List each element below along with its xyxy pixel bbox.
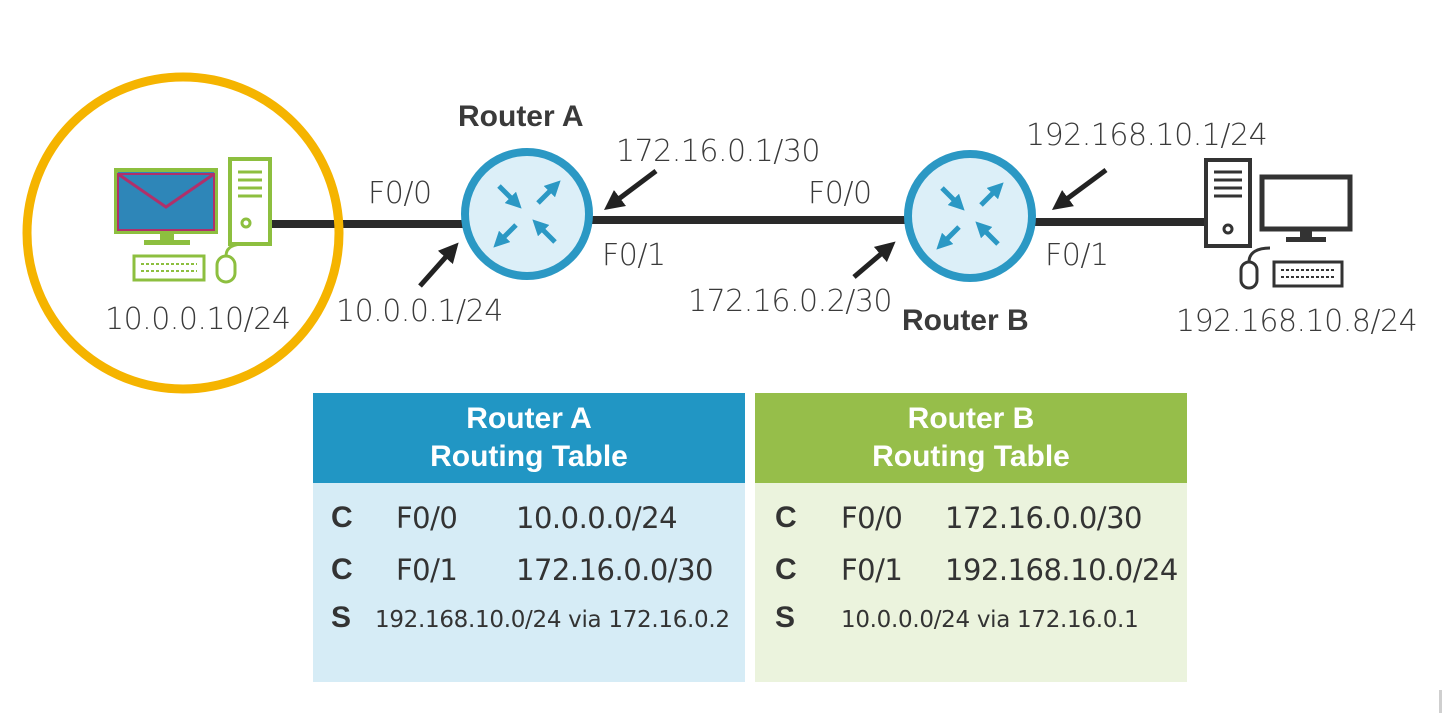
desktop-computer-icon (1204, 158, 1353, 290)
pointer-arrow-ip-a-f00 (418, 242, 459, 288)
host-left-ip: 10.0.0.10/24 (105, 302, 291, 337)
router-a-icon (461, 148, 593, 280)
route-interface: F0/0 (841, 501, 903, 535)
route-network: 172.16.0.0/30 (516, 553, 713, 587)
route-interface: F0/1 (841, 553, 903, 587)
router-a-name: Router A (458, 100, 584, 133)
route-network: 172.16.0.0/30 (945, 501, 1142, 535)
router-b-f00-label: F0/0 (808, 176, 872, 211)
highlight-circle (22, 72, 344, 394)
route-code: C (331, 501, 353, 534)
route-code: C (331, 553, 353, 586)
edge-artifact (1439, 690, 1442, 713)
router-a-table-body: C F0/0 10.0.0.0/24 C F0/1 172.16.0.0/30 … (313, 483, 745, 682)
route-code: S (775, 601, 796, 634)
router-a-f01-ip: 172.16.0.1/30 (616, 134, 821, 169)
route-static: 10.0.0.0/24 via 172.16.0.1 (841, 607, 1139, 633)
router-a-f00-ip: 10.0.0.1/24 (336, 294, 503, 329)
router-b-table-title-line1: Router B (907, 402, 1035, 435)
pointer-arrow-ip-b-f00 (852, 241, 896, 279)
route-code: C (775, 501, 797, 534)
router-b-icon (904, 150, 1036, 282)
router-a-routing-table: Router A Routing Table C F0/0 10.0.0.0/2… (313, 393, 745, 682)
route-network: 192.168.10.0/24 (945, 553, 1178, 587)
table-row: C F0/0 10.0.0.0/24 (313, 501, 745, 541)
router-a-table-header: Router A Routing Table (313, 393, 745, 483)
router-b-f01-label: F0/1 (1045, 238, 1109, 273)
host-right-ip: 192.168.10.8/24 (1176, 304, 1418, 339)
router-b-table-body: C F0/0 172.16.0.0/30 C F0/1 192.168.10.0… (755, 483, 1187, 682)
route-interface: F0/1 (396, 553, 458, 587)
pointer-arrow-ip-a-f01 (604, 169, 658, 210)
route-interface: F0/0 (396, 501, 458, 535)
route-code: S (331, 601, 352, 634)
router-a-table-title-line1: Router A (466, 402, 592, 435)
table-row: C F0/1 192.168.10.0/24 (755, 553, 1187, 593)
router-b-name: Router B (902, 304, 1029, 337)
router-b-table-header: Router B Routing Table (755, 393, 1187, 483)
route-network: 10.0.0.0/24 (516, 501, 678, 535)
table-row: C F0/1 172.16.0.0/30 (313, 553, 745, 593)
table-row: S 10.0.0.0/24 via 172.16.0.1 (755, 601, 1187, 641)
desktop-computer-icon (114, 157, 272, 284)
router-a-table-title-line2: Routing Table (430, 440, 628, 473)
route-static: 192.168.10.0/24 via 172.16.0.2 (375, 607, 730, 633)
router-b-f01-ip: 192.168.10.1/24 (1026, 118, 1268, 153)
table-row: S 192.168.10.0/24 via 172.16.0.2 (313, 601, 745, 641)
router-a-f00-label: F0/0 (368, 176, 432, 211)
router-a-f01-label: F0/1 (602, 238, 666, 273)
router-b-routing-table: Router B Routing Table C F0/0 172.16.0.0… (755, 393, 1187, 682)
pointer-arrow-ip-b-f01 (1051, 167, 1108, 210)
route-code: C (775, 553, 797, 586)
table-row: C F0/0 172.16.0.0/30 (755, 501, 1187, 541)
router-b-table-title-line2: Routing Table (872, 440, 1070, 473)
router-b-f00-ip: 172.16.0.2/30 (688, 284, 893, 319)
